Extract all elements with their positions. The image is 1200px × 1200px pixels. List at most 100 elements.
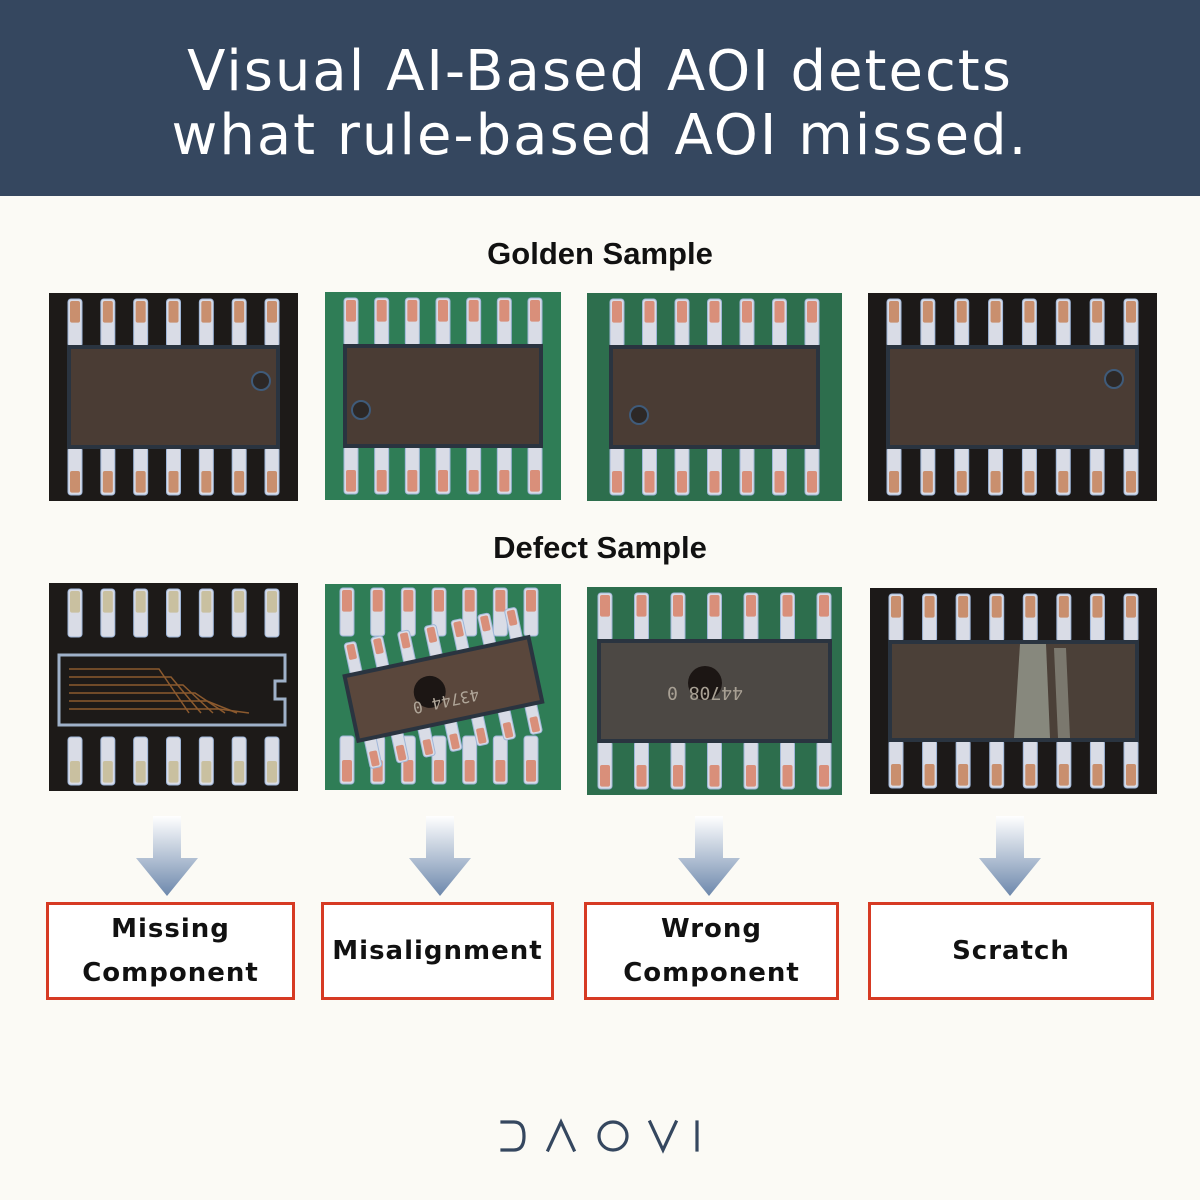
pin-tip — [495, 590, 506, 612]
pin-tip — [480, 615, 491, 632]
pin-tip — [426, 626, 438, 643]
defect-label-line: Component — [82, 958, 259, 988]
pin-tip — [958, 596, 969, 618]
defect-box-scratch: Scratch — [868, 902, 1154, 1000]
pin-tip — [1126, 764, 1136, 786]
pin-tip — [1058, 301, 1069, 323]
pin-tip — [644, 471, 655, 493]
pin-tip — [819, 765, 829, 787]
pin-tip — [991, 764, 1002, 786]
pin-tip — [746, 595, 756, 617]
golden-image-4 — [868, 293, 1157, 501]
defect-image-missing — [49, 583, 298, 791]
pin-tip — [990, 301, 1001, 323]
pin-tip — [267, 471, 277, 493]
pin-tip — [891, 596, 901, 618]
pin-tip — [742, 471, 752, 493]
pin-tip — [677, 301, 687, 323]
chip-body — [890, 349, 1135, 445]
pin-tip — [600, 595, 610, 617]
pin-tip — [958, 764, 969, 786]
pin-tip — [612, 471, 622, 493]
pin-tip — [709, 471, 720, 493]
pin-tip — [612, 301, 622, 323]
pin-tip — [346, 470, 356, 492]
pin-tip — [1058, 596, 1069, 618]
pin-tip — [135, 761, 146, 783]
pin-tip — [774, 471, 785, 493]
pin-tip — [468, 300, 479, 322]
chip-dot — [629, 405, 649, 425]
pin-tip — [636, 595, 647, 617]
pin-tip — [434, 760, 444, 782]
pin-tip — [530, 470, 540, 492]
pin-tip — [922, 471, 933, 493]
pin-tip — [1092, 596, 1103, 618]
pin-tip — [709, 595, 720, 617]
defect-label-line: Scratch — [952, 936, 1070, 966]
pin-tip — [1092, 764, 1103, 786]
golden-sample-label: Golden Sample — [487, 236, 713, 271]
pin-tip — [70, 591, 80, 613]
pin-tip — [644, 301, 655, 323]
pin-tip — [372, 590, 383, 612]
pin-tip — [1024, 471, 1035, 493]
title-line-1: Visual AI-Based AOI detects — [187, 39, 1013, 104]
defect-box-misalignment: Misalignment — [321, 902, 554, 1000]
chip-body — [892, 644, 1135, 738]
scratch-mark — [1014, 644, 1050, 738]
pin-tip — [673, 595, 683, 617]
pin-tip — [1025, 764, 1036, 786]
pin-tip — [135, 591, 146, 613]
pin-tip — [267, 761, 277, 783]
defect-box-wrong-component: Wrong Component — [584, 902, 839, 1000]
defect-label: Scratch — [952, 929, 1070, 973]
pin-tip — [990, 471, 1001, 493]
title-line-2: what rule-based AOI missed. — [171, 103, 1029, 168]
pin-tip — [376, 470, 387, 492]
arrow-down-icon — [136, 816, 198, 896]
chip-marking: 44708 0 — [667, 682, 743, 703]
trace — [69, 684, 214, 714]
chip-dot — [413, 675, 446, 708]
pin-tip — [1058, 764, 1069, 786]
chip-body — [71, 349, 276, 445]
pin-tip — [636, 765, 647, 787]
pin-tip — [70, 301, 80, 323]
pin-tip — [526, 590, 536, 612]
pin-tip — [434, 590, 444, 612]
pin-tip — [889, 301, 899, 323]
pin-tip — [135, 301, 146, 323]
arrow-down-icon — [979, 816, 1041, 896]
pin-tip — [774, 301, 785, 323]
pin-tip — [1024, 301, 1035, 323]
golden-image-3 — [587, 293, 842, 501]
golden-image-2 — [325, 292, 561, 500]
pin-tip — [422, 739, 433, 756]
defect-image-wrong: 44708 0 — [587, 587, 842, 795]
pin-tip — [807, 471, 817, 493]
pin-tip — [102, 471, 113, 493]
pin-tip — [924, 596, 935, 618]
pin-tip — [746, 765, 756, 787]
pin-tip — [373, 638, 384, 655]
pin-tip — [464, 760, 475, 782]
chip-dot — [688, 666, 722, 700]
pin-tip — [742, 301, 752, 323]
pin-tip — [1058, 471, 1069, 493]
pin-tip — [819, 595, 829, 617]
pin-tip — [499, 300, 510, 322]
trace — [69, 692, 226, 714]
pin-tip — [922, 301, 933, 323]
pin-tip — [709, 765, 720, 787]
defect-label: Missing Component — [82, 907, 259, 995]
pin-tip — [782, 765, 793, 787]
pin-tip — [889, 471, 899, 493]
defect-label-line: Misalignment — [332, 936, 543, 966]
pin-tip — [924, 764, 935, 786]
chip-body — [347, 348, 539, 444]
trace — [69, 700, 238, 714]
pin-tip — [502, 722, 514, 739]
pin-tip — [807, 301, 817, 323]
pin-tip — [135, 471, 146, 493]
